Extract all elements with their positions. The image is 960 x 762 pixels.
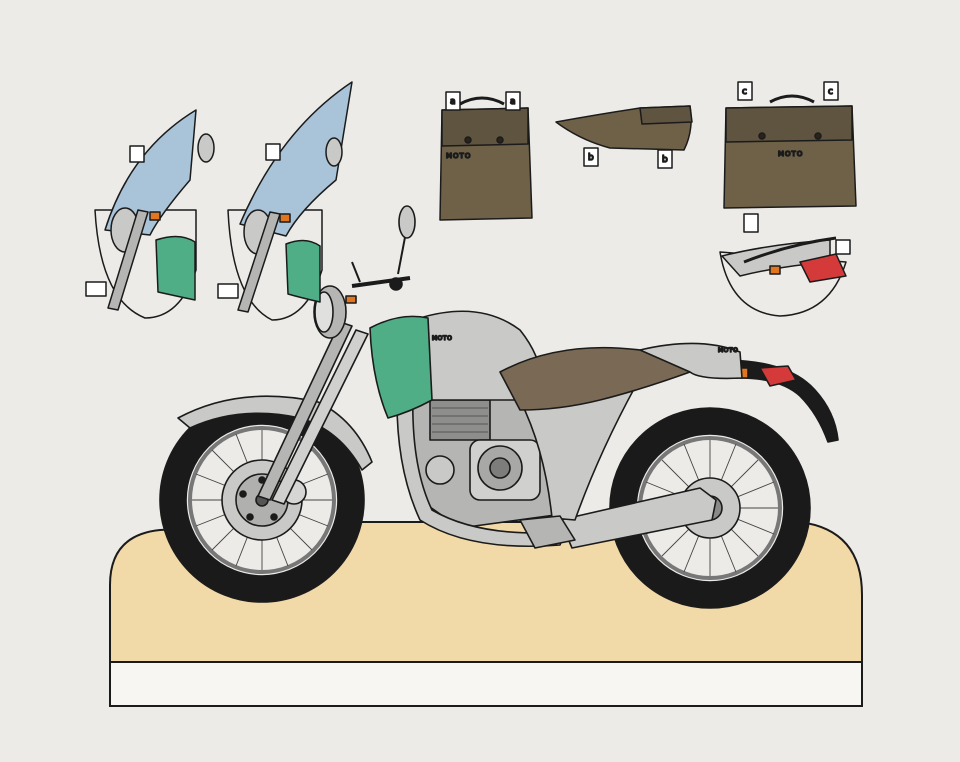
luggage-rack-inset [719,236,851,317]
bag-left-logo: MOTO [446,152,471,160]
frame-side-panel [519,377,641,521]
rear-cowl [639,342,743,380]
tag-c-left: c [742,87,747,97]
engine [404,389,561,529]
windscreen-inset-small [85,109,215,319]
taillight [759,365,797,387]
tag-c-right: c [828,87,833,97]
frame-downtube [396,369,566,548]
pannier-bag-left: MOTO a a [439,91,533,221]
tank-logo: MOTO [432,335,452,342]
tag-a-right: a [510,97,516,107]
tank-bag: b b [555,105,693,169]
rear-cowl-logo: MOTO [718,347,738,354]
motorcycle: MOTO MOTO [159,205,839,609]
tag-b-left: b [588,153,594,163]
handlebar [351,205,416,291]
windscreen-inset-tall [217,81,353,321]
tag-b-right: b [662,155,668,165]
swingarm [559,487,717,549]
footpeg [519,515,576,549]
tag-a-left: a [450,97,456,107]
fuel-tank [369,315,433,419]
pannier-bag-right: MOTO c c [723,81,857,233]
bag-right-logo: MOTO [778,150,803,158]
front-fork [257,321,369,505]
